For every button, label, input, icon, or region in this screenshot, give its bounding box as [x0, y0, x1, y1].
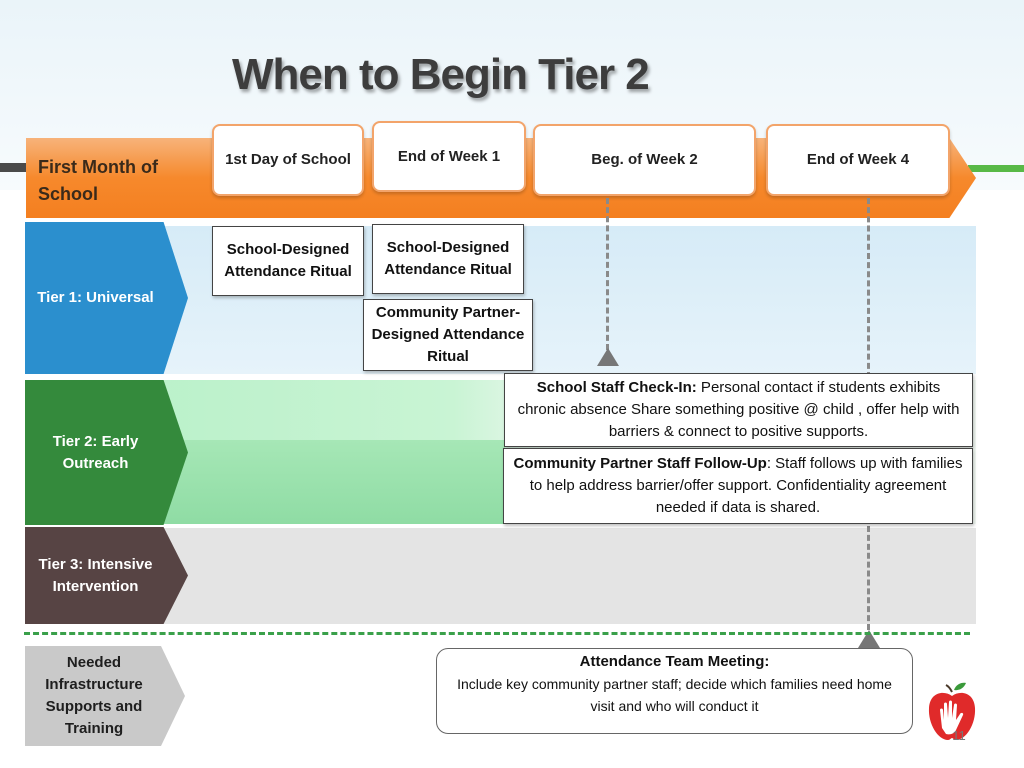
community-followup-body: : Staff follows up with families to help…: [529, 455, 963, 516]
timeline-left-stub: [0, 163, 26, 172]
timeline-right-stub: [968, 165, 1024, 172]
school-ritual-text-1: School-Designed Attendance Ritual: [224, 241, 352, 280]
infrastructure-chevron: Needed Infrastructure Supports and Train…: [25, 646, 185, 746]
tier1-chevron: Tier 1: Universal: [25, 222, 188, 374]
milestone-end-week-1: End of Week 1: [372, 121, 526, 192]
attendance-meeting-box: Attendance Team Meeting: Include key com…: [436, 648, 913, 734]
school-ritual-box-1: School-Designed Attendance Ritual: [212, 226, 364, 296]
page-title: When to Begin Tier 2: [232, 50, 650, 99]
community-ritual-text: Community Partner-Designed Attendance Ri…: [371, 304, 525, 365]
milestone-first-day: 1st Day of School: [212, 124, 364, 196]
meeting-body: Include key community partner staff; dec…: [457, 676, 892, 714]
staff-checkin-content: School Staff Check-In: Personal contact …: [511, 377, 966, 443]
staff-checkin-box: School Staff Check-In: Personal contact …: [504, 373, 973, 447]
arrow-up-icon: [597, 348, 619, 366]
week4-connector-top: [867, 198, 870, 378]
milestone-end-week-4: End of Week 4: [766, 124, 950, 196]
school-ritual-text-2: School-Designed Attendance Ritual: [384, 239, 512, 278]
infrastructure-divider: [24, 632, 970, 635]
tier3-chevron: Tier 3: Intensive Intervention: [25, 527, 188, 624]
page-number: 11: [952, 728, 966, 743]
tier2-band-shade: [160, 440, 505, 524]
week2-connector: [606, 198, 609, 350]
timeline-label: First Month of School: [38, 157, 158, 204]
staff-checkin-body: Personal contact if students exhibits ch…: [517, 379, 960, 440]
tier2-chevron: Tier 2: Early Outreach: [25, 380, 188, 525]
community-followup-content: Community Partner Staff Follow-Up: Staff…: [512, 453, 964, 519]
milestone-beg-week-2: Beg. of Week 2: [533, 124, 756, 196]
community-ritual-box: Community Partner-Designed Attendance Ri…: [363, 299, 533, 371]
week4-connector-bottom: [867, 526, 870, 630]
apple-hand-logo: [928, 682, 976, 740]
staff-checkin-title: School Staff Check-In:: [536, 379, 697, 396]
meeting-title: Attendance Team Meeting:: [579, 653, 770, 670]
school-ritual-box-2: School-Designed Attendance Ritual: [372, 224, 524, 294]
community-followup-box: Community Partner Staff Follow-Up: Staff…: [503, 448, 973, 524]
community-followup-title: Community Partner Staff Follow-Up: [513, 455, 767, 472]
